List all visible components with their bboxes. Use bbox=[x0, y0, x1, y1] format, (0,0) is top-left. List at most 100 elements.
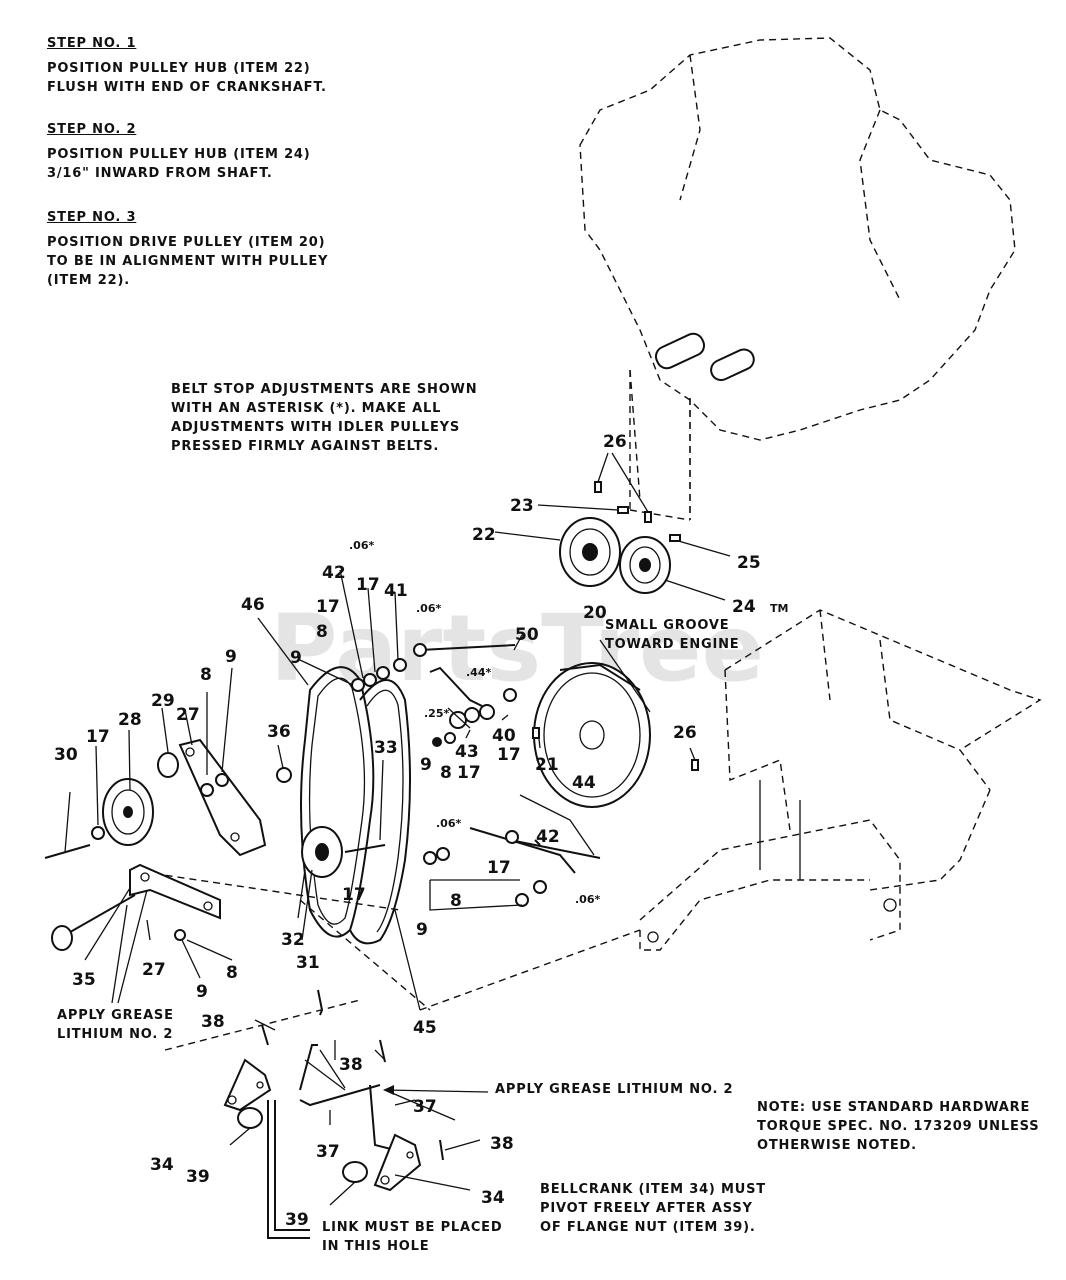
step-3-title: STEP NO. 3 bbox=[47, 210, 137, 225]
callout-8-mid: 8 bbox=[440, 763, 452, 783]
pulley-hub-22 bbox=[559, 517, 621, 587]
callout-34-left: 34 bbox=[150, 1155, 174, 1175]
belt-stop-note: BELT STOP ADJUSTMENTS ARE SHOWN WITH AN … bbox=[171, 380, 477, 456]
callout-21: 21 bbox=[535, 755, 559, 775]
engine-outline bbox=[579, 37, 1016, 520]
small-groove-note: SMALL GROOVE TOWARD ENGINE bbox=[605, 616, 740, 654]
step-3-line-1: POSITION DRIVE PULLEY (ITEM 20) bbox=[47, 235, 326, 250]
belt-note-line-1: BELT STOP ADJUSTMENTS ARE SHOWN bbox=[171, 382, 478, 397]
callout-38-mid: 38 bbox=[339, 1055, 363, 1075]
hardware-note-line-2: TORQUE SPEC. NO. 173209 UNLESS bbox=[757, 1119, 1040, 1134]
step-2-line-2: 3/16" INWARD FROM SHAFT. bbox=[47, 166, 273, 181]
step-3-note: STEP NO. 3 POSITION DRIVE PULLEY (ITEM 2… bbox=[47, 208, 328, 290]
adjust-value-1: .06* bbox=[349, 539, 374, 552]
adjust-value-4: .25* bbox=[424, 707, 449, 720]
bracket-27-lower bbox=[129, 863, 221, 920]
callout-numbers: 26 23 22 25 24 20 26 21 44 42 17 9 8 50 … bbox=[54, 432, 761, 1230]
callout-42-lower: 42 bbox=[536, 827, 560, 847]
link-note: LINK MUST BE PLACED IN THIS HOLE bbox=[322, 1218, 502, 1256]
grease-left-line-1: APPLY GREASE bbox=[57, 1008, 174, 1023]
callout-25: 25 bbox=[737, 553, 761, 573]
grease-right-note: APPLY GREASE LITHIUM NO. 2 bbox=[495, 1080, 733, 1099]
callout-8-upper: 8 bbox=[316, 622, 328, 642]
callout-17-lower: 17 bbox=[487, 858, 511, 878]
callout-39-left: 39 bbox=[186, 1167, 210, 1187]
adjust-value-6: .06* bbox=[575, 893, 600, 906]
callout-40: 40 bbox=[492, 726, 516, 746]
nut-9-lower bbox=[174, 929, 186, 941]
callout-8-lower-left: 8 bbox=[226, 963, 238, 983]
step-1-title: STEP NO. 1 bbox=[47, 36, 137, 51]
callout-9-left: 9 bbox=[225, 647, 237, 667]
callout-50: 50 bbox=[515, 625, 539, 645]
keys-and-pins bbox=[532, 481, 699, 771]
leader-lines bbox=[64, 452, 731, 1011]
belt-45 bbox=[349, 679, 411, 945]
callout-39-lower: 39 bbox=[285, 1210, 309, 1230]
watermark-trademark: TM bbox=[770, 602, 788, 615]
bellcrank-note: BELLCRANK (ITEM 34) MUST PIVOT FREELY AF… bbox=[540, 1180, 766, 1237]
idler-arm-lower bbox=[423, 827, 601, 907]
drive-pulley-20 bbox=[533, 662, 651, 808]
bolt-35 bbox=[51, 894, 136, 951]
callout-9-lower-left: 9 bbox=[196, 982, 208, 1002]
hardware-note: NOTE: USE STANDARD HARDWARE TORQUE SPEC.… bbox=[757, 1098, 1039, 1155]
adjust-value-3: .44* bbox=[466, 666, 491, 679]
callout-32: 32 bbox=[281, 930, 305, 950]
callout-23: 23 bbox=[510, 496, 534, 516]
tiller-frame bbox=[639, 609, 1042, 951]
callout-8-left: 8 bbox=[200, 665, 212, 685]
pulley-hub-24 bbox=[619, 536, 671, 594]
bracket-27 bbox=[157, 738, 292, 857]
callout-9-mid: 9 bbox=[420, 755, 432, 775]
callout-20: 20 bbox=[583, 603, 607, 623]
callout-36: 36 bbox=[267, 722, 291, 742]
callout-9-upper: 9 bbox=[290, 648, 302, 668]
bellcrank-note-line-3: OF FLANGE NUT (ITEM 39). bbox=[540, 1220, 756, 1235]
callout-17-idler: 17 bbox=[342, 885, 366, 905]
callout-24: 24 bbox=[732, 597, 756, 617]
idler-pulley-31 bbox=[301, 826, 386, 878]
callout-42-upper: 42 bbox=[322, 563, 346, 583]
callout-26: 26 bbox=[603, 432, 627, 452]
step-1-line-2: FLUSH WITH END OF CRANKSHAFT. bbox=[47, 80, 327, 95]
callout-27-lower: 27 bbox=[142, 960, 166, 980]
callout-29: 29 bbox=[151, 691, 175, 711]
callout-37-upper: 37 bbox=[413, 1097, 437, 1117]
callout-9-lower: 9 bbox=[416, 920, 428, 940]
grease-left-line-2: LITHIUM NO. 2 bbox=[57, 1027, 174, 1042]
belt-note-line-2: WITH AN ASTERISK (*). MAKE ALL bbox=[171, 401, 442, 416]
callout-43: 43 bbox=[455, 742, 479, 762]
callout-28: 28 bbox=[118, 710, 142, 730]
step-1-line-1: POSITION PULLEY HUB (ITEM 22) bbox=[47, 61, 311, 76]
callout-26-lower: 26 bbox=[673, 723, 697, 743]
step-3-line-2: TO BE IN ALIGNMENT WITH PULLEY bbox=[47, 254, 329, 269]
adjustment-values: .06* .06* .44* .25* .06* .06* bbox=[349, 539, 600, 906]
callout-30: 30 bbox=[54, 745, 78, 765]
belt-note-line-3: ADJUSTMENTS WITH IDLER PULLEYS bbox=[171, 420, 461, 435]
callout-8-lower: 8 bbox=[450, 891, 462, 911]
step-2-title: STEP NO. 2 bbox=[47, 122, 137, 137]
callout-22: 22 bbox=[472, 525, 496, 545]
callout-45: 45 bbox=[413, 1018, 437, 1038]
bellcrank-note-line-2: PIVOT FREELY AFTER ASSY bbox=[540, 1201, 753, 1216]
link-note-line-1: LINK MUST BE PLACED bbox=[322, 1220, 503, 1235]
step-1-note: STEP NO. 1 POSITION PULLEY HUB (ITEM 22)… bbox=[47, 34, 327, 97]
callout-17-mid: 17 bbox=[457, 763, 481, 783]
hardware-note-line-1: NOTE: USE STANDARD HARDWARE bbox=[757, 1100, 1031, 1115]
callout-44: 44 bbox=[572, 773, 596, 793]
idler-arm-assembly bbox=[351, 643, 517, 747]
grease-right-line: APPLY GREASE LITHIUM NO. 2 bbox=[495, 1082, 734, 1097]
bellcrank-linkage bbox=[223, 989, 489, 1239]
callout-46: 46 bbox=[241, 595, 265, 615]
step-2-note: STEP NO. 2 POSITION PULLEY HUB (ITEM 24)… bbox=[47, 120, 311, 183]
callout-33: 33 bbox=[374, 738, 398, 758]
idler-pulley-28 bbox=[44, 778, 154, 859]
bellcrank-note-line-1: BELLCRANK (ITEM 34) MUST bbox=[540, 1182, 766, 1197]
small-groove-line-2: TOWARD ENGINE bbox=[605, 637, 740, 652]
callout-38-right: 38 bbox=[490, 1134, 514, 1154]
callout-17-mid-right: 17 bbox=[497, 745, 521, 765]
callout-27-upper: 27 bbox=[176, 705, 200, 725]
